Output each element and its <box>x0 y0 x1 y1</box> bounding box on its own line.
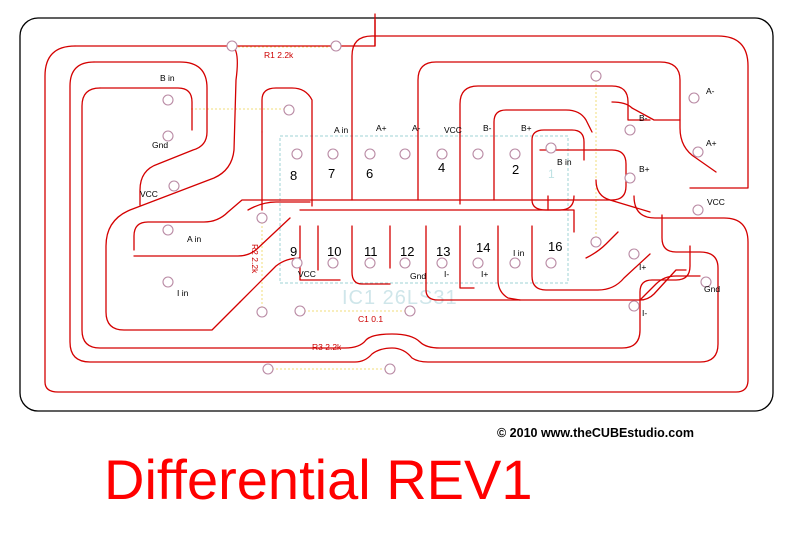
label-b-in: B in <box>160 73 175 83</box>
pad <box>545 142 557 154</box>
label-a-in: A in <box>187 234 201 244</box>
label-vcc: VCC <box>140 189 158 199</box>
copyright-notice: © 2010 www.theCUBEstudio.com <box>497 426 694 440</box>
pad <box>162 224 174 236</box>
label-gnd: Gnd <box>152 140 168 150</box>
ic-pin-number: 7 <box>328 166 335 181</box>
ic-pin-number: 6 <box>366 166 373 181</box>
pad <box>472 257 484 269</box>
ic-pin-number: 9 <box>290 244 297 259</box>
ic-pin-number: 8 <box>290 168 297 183</box>
label-vcc: VCC <box>707 197 725 207</box>
pad <box>509 257 521 269</box>
label-a-plus: A+ <box>376 123 387 133</box>
pad <box>436 148 448 160</box>
pad <box>692 204 704 216</box>
ic-name-label: IC1 26LS31 <box>342 287 458 309</box>
pad <box>162 130 174 142</box>
pad <box>327 148 339 160</box>
pad <box>509 148 521 160</box>
pad <box>256 212 268 224</box>
pad <box>628 300 640 312</box>
pad <box>226 40 238 52</box>
ic-pin-number: 12 <box>400 244 414 259</box>
label-a-plus: A+ <box>706 138 717 148</box>
pads <box>162 40 712 375</box>
label-a-minus: A- <box>706 86 715 96</box>
pad <box>256 306 268 318</box>
pad <box>436 257 448 269</box>
ic-pin-number: 4 <box>438 160 445 175</box>
page-title: Differential REV1 <box>104 448 533 511</box>
label-i-in: I in <box>513 248 525 258</box>
pad <box>628 248 640 260</box>
ic-pin1-mark: 1 <box>548 167 555 181</box>
signal-labels: B in Gnd VCC A in I in A in A+ A- VCC B-… <box>140 73 725 318</box>
r2-label: R2 2.2k <box>250 244 260 274</box>
pad <box>262 363 274 375</box>
pad <box>364 148 376 160</box>
pad <box>399 148 411 160</box>
pad <box>700 276 712 288</box>
ic-pin-numbers: 8 7 6 4 2 9 10 11 12 13 14 16 <box>290 160 562 259</box>
r3-label: R3 2.2k <box>312 342 342 352</box>
pad <box>384 363 396 375</box>
label-b-plus: B+ <box>521 123 532 133</box>
pad <box>162 276 174 288</box>
pad <box>692 146 704 158</box>
pad <box>327 257 339 269</box>
ic-pin-number: 13 <box>436 244 450 259</box>
c1-label: C1 0.1 <box>358 314 383 324</box>
pad <box>590 70 602 82</box>
pad <box>294 305 306 317</box>
ic-pin-number: 11 <box>364 244 378 259</box>
label-vcc: VCC <box>444 125 462 135</box>
pad <box>330 40 342 52</box>
label-i-plus: I+ <box>639 262 646 272</box>
pad <box>472 148 484 160</box>
pad <box>545 257 557 269</box>
r1-label: R1 2.2k <box>264 50 294 60</box>
pad <box>162 94 174 106</box>
pad <box>624 124 636 136</box>
pad <box>168 180 180 192</box>
ic-pin-number: 10 <box>327 244 341 259</box>
board-outline <box>19 17 774 412</box>
label-b-in: B in <box>557 157 572 167</box>
label-gnd: Gnd <box>410 271 426 281</box>
label-b-minus: B- <box>483 123 492 133</box>
pad <box>291 148 303 160</box>
label-b-plus: B+ <box>639 164 650 174</box>
label-i-in: I in <box>177 288 189 298</box>
copper-traces <box>44 13 749 393</box>
label-a-in: A in <box>334 125 348 135</box>
label-a-minus: A- <box>412 123 421 133</box>
ic-pin-number: 2 <box>512 162 519 177</box>
label-gnd: Gnd <box>704 284 720 294</box>
ic-pin-number: 16 <box>548 239 562 254</box>
ic-pin-number: 14 <box>476 240 490 255</box>
label-i-plus: I+ <box>481 269 488 279</box>
label-b-minus: B- <box>639 113 648 123</box>
pad <box>399 257 411 269</box>
pad <box>590 236 602 248</box>
label-i-minus: I- <box>444 269 449 279</box>
pad <box>283 104 295 116</box>
pad <box>688 92 700 104</box>
pad <box>404 305 416 317</box>
label-i-minus: I- <box>642 308 647 318</box>
pad <box>291 257 303 269</box>
pad <box>364 257 376 269</box>
pad <box>624 172 636 184</box>
label-vcc: VCC <box>298 269 316 279</box>
